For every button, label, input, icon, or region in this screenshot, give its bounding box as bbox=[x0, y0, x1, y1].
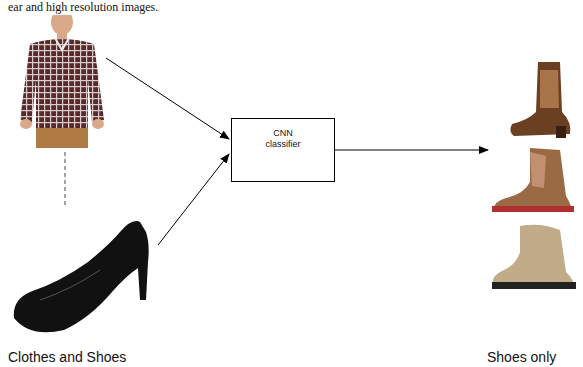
box-label: CNN classifier bbox=[261, 128, 305, 150]
text-fragment: ear and high resolution images. bbox=[8, 0, 158, 15]
heel-photo bbox=[14, 221, 149, 332]
process-box: CNN classifier bbox=[231, 118, 335, 182]
arrow bbox=[335, 150, 488, 151]
boot-photo bbox=[510, 62, 570, 138]
group-label: Shoes only bbox=[487, 349, 556, 365]
dashed-line bbox=[65, 152, 66, 205]
arrow bbox=[158, 154, 229, 245]
group-label: Clothes and Shoes bbox=[8, 349, 126, 365]
boot-photo bbox=[492, 148, 574, 212]
man-photo bbox=[20, 6, 104, 148]
arrow bbox=[106, 58, 229, 139]
boot-photo bbox=[492, 225, 576, 289]
